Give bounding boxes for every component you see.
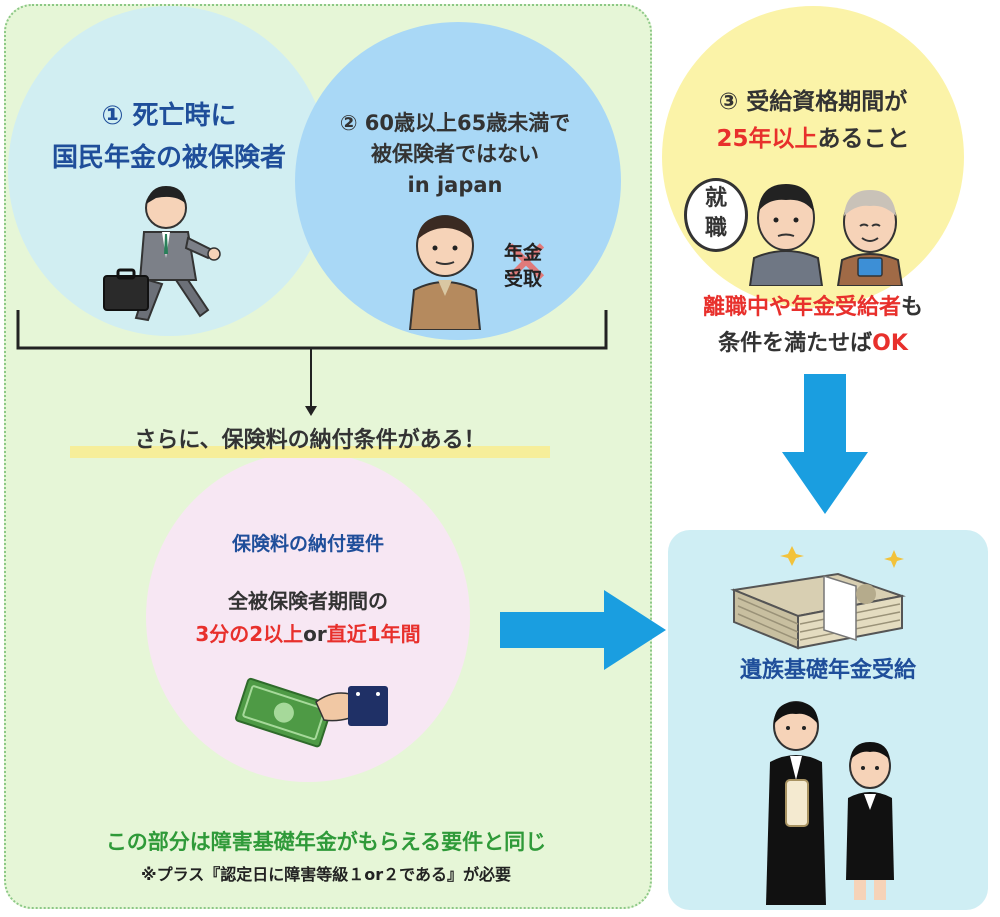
speech-bubble-line1: 就 bbox=[704, 186, 727, 211]
condition-1-text: ① 死亡時に 国民年金の被保険者 bbox=[8, 95, 330, 179]
speech-bubble-icon bbox=[684, 178, 748, 252]
payment-requirement-last-year: 直近1年間 bbox=[326, 622, 421, 646]
condition-3-note-line2: 条件を満たせばOK bbox=[668, 326, 958, 362]
condition-2-line2: 被保険者ではない bbox=[371, 142, 539, 166]
pension-stamp-line2: 受取 bbox=[503, 268, 542, 290]
down-arrow-icon bbox=[782, 374, 868, 514]
condition-3-note-ok: OK bbox=[872, 331, 908, 356]
payment-requirement-line1: 全被保険者期間の bbox=[228, 589, 388, 613]
footer-note: この部分は障害基礎年金がもらえる要件と同じ bbox=[105, 830, 547, 854]
condition-3-note-line1: 離職中や年金受給者も bbox=[668, 290, 958, 326]
businessman-illustration bbox=[103, 186, 221, 322]
condition-3-line2-rest: あること bbox=[817, 126, 910, 152]
pension-stamp-text: 年金 受取 bbox=[488, 240, 558, 292]
condition-3-note-line2-text: 条件を満たせば bbox=[718, 331, 873, 356]
condition-2-line3: in japan bbox=[407, 173, 503, 197]
highlight-underline bbox=[70, 446, 550, 458]
money-bundle-illustration bbox=[730, 546, 906, 650]
job-seeker-and-pensioner-illustration bbox=[748, 184, 904, 286]
payment-requirement-or: or bbox=[303, 622, 327, 646]
speech-bubble-text: 就 職 bbox=[684, 184, 748, 244]
footer-subnote: ※プラス『認定日に障害等級１or２である』が必要 bbox=[141, 865, 511, 884]
survivors-pension-label: 遺族基礎年金受給 bbox=[739, 658, 916, 683]
payment-requirement-line2: 3分の2以上or直近1年間 bbox=[146, 618, 470, 651]
speech-bubble-line2: 職 bbox=[704, 216, 727, 241]
condition-3-line1: ③ 受給資格期間が bbox=[718, 89, 908, 115]
condition-3-text: ③ 受給資格期間が 25年以上あること bbox=[662, 84, 964, 158]
condition-3-note-highlight: 離職中や年金受給者 bbox=[702, 295, 901, 320]
condition-2-line1: ② 60歳以上65歳未満で bbox=[339, 111, 571, 135]
right-arrow-icon bbox=[500, 590, 666, 670]
cross-mark-icon: ✕ bbox=[500, 226, 552, 299]
payment-requirement-title: 保険料の納付要件 bbox=[231, 533, 384, 555]
condition-3-line2: 25年以上あること bbox=[662, 121, 964, 158]
condition-3-note-line1-rest: も bbox=[901, 295, 924, 320]
condition-1-line2: 国民年金の被保険者 bbox=[51, 143, 286, 173]
condition-3-highlight: 25年以上 bbox=[716, 126, 818, 152]
elderly-man-illustration bbox=[408, 215, 482, 330]
payment-requirement-text: 全被保険者期間の 3分の2以上or直近1年間 bbox=[146, 585, 470, 651]
payment-requirement-two-thirds: 3分の2以上 bbox=[195, 622, 304, 646]
additional-condition-text: さらに、保険料の納付条件がある！ bbox=[134, 428, 486, 453]
bracket-connector bbox=[16, 310, 608, 416]
condition-1-line1: ① 死亡時に bbox=[101, 101, 237, 131]
condition-2-text: ② 60歳以上65歳未満で 被保険者ではない in japan bbox=[300, 108, 610, 201]
pension-stamp-line1: 年金 bbox=[503, 242, 542, 264]
money-payment-illustration bbox=[235, 677, 388, 748]
widow-and-child-illustration bbox=[766, 701, 894, 905]
condition-3-note: 離職中や年金受給者も 条件を満たせばOK bbox=[668, 290, 958, 362]
